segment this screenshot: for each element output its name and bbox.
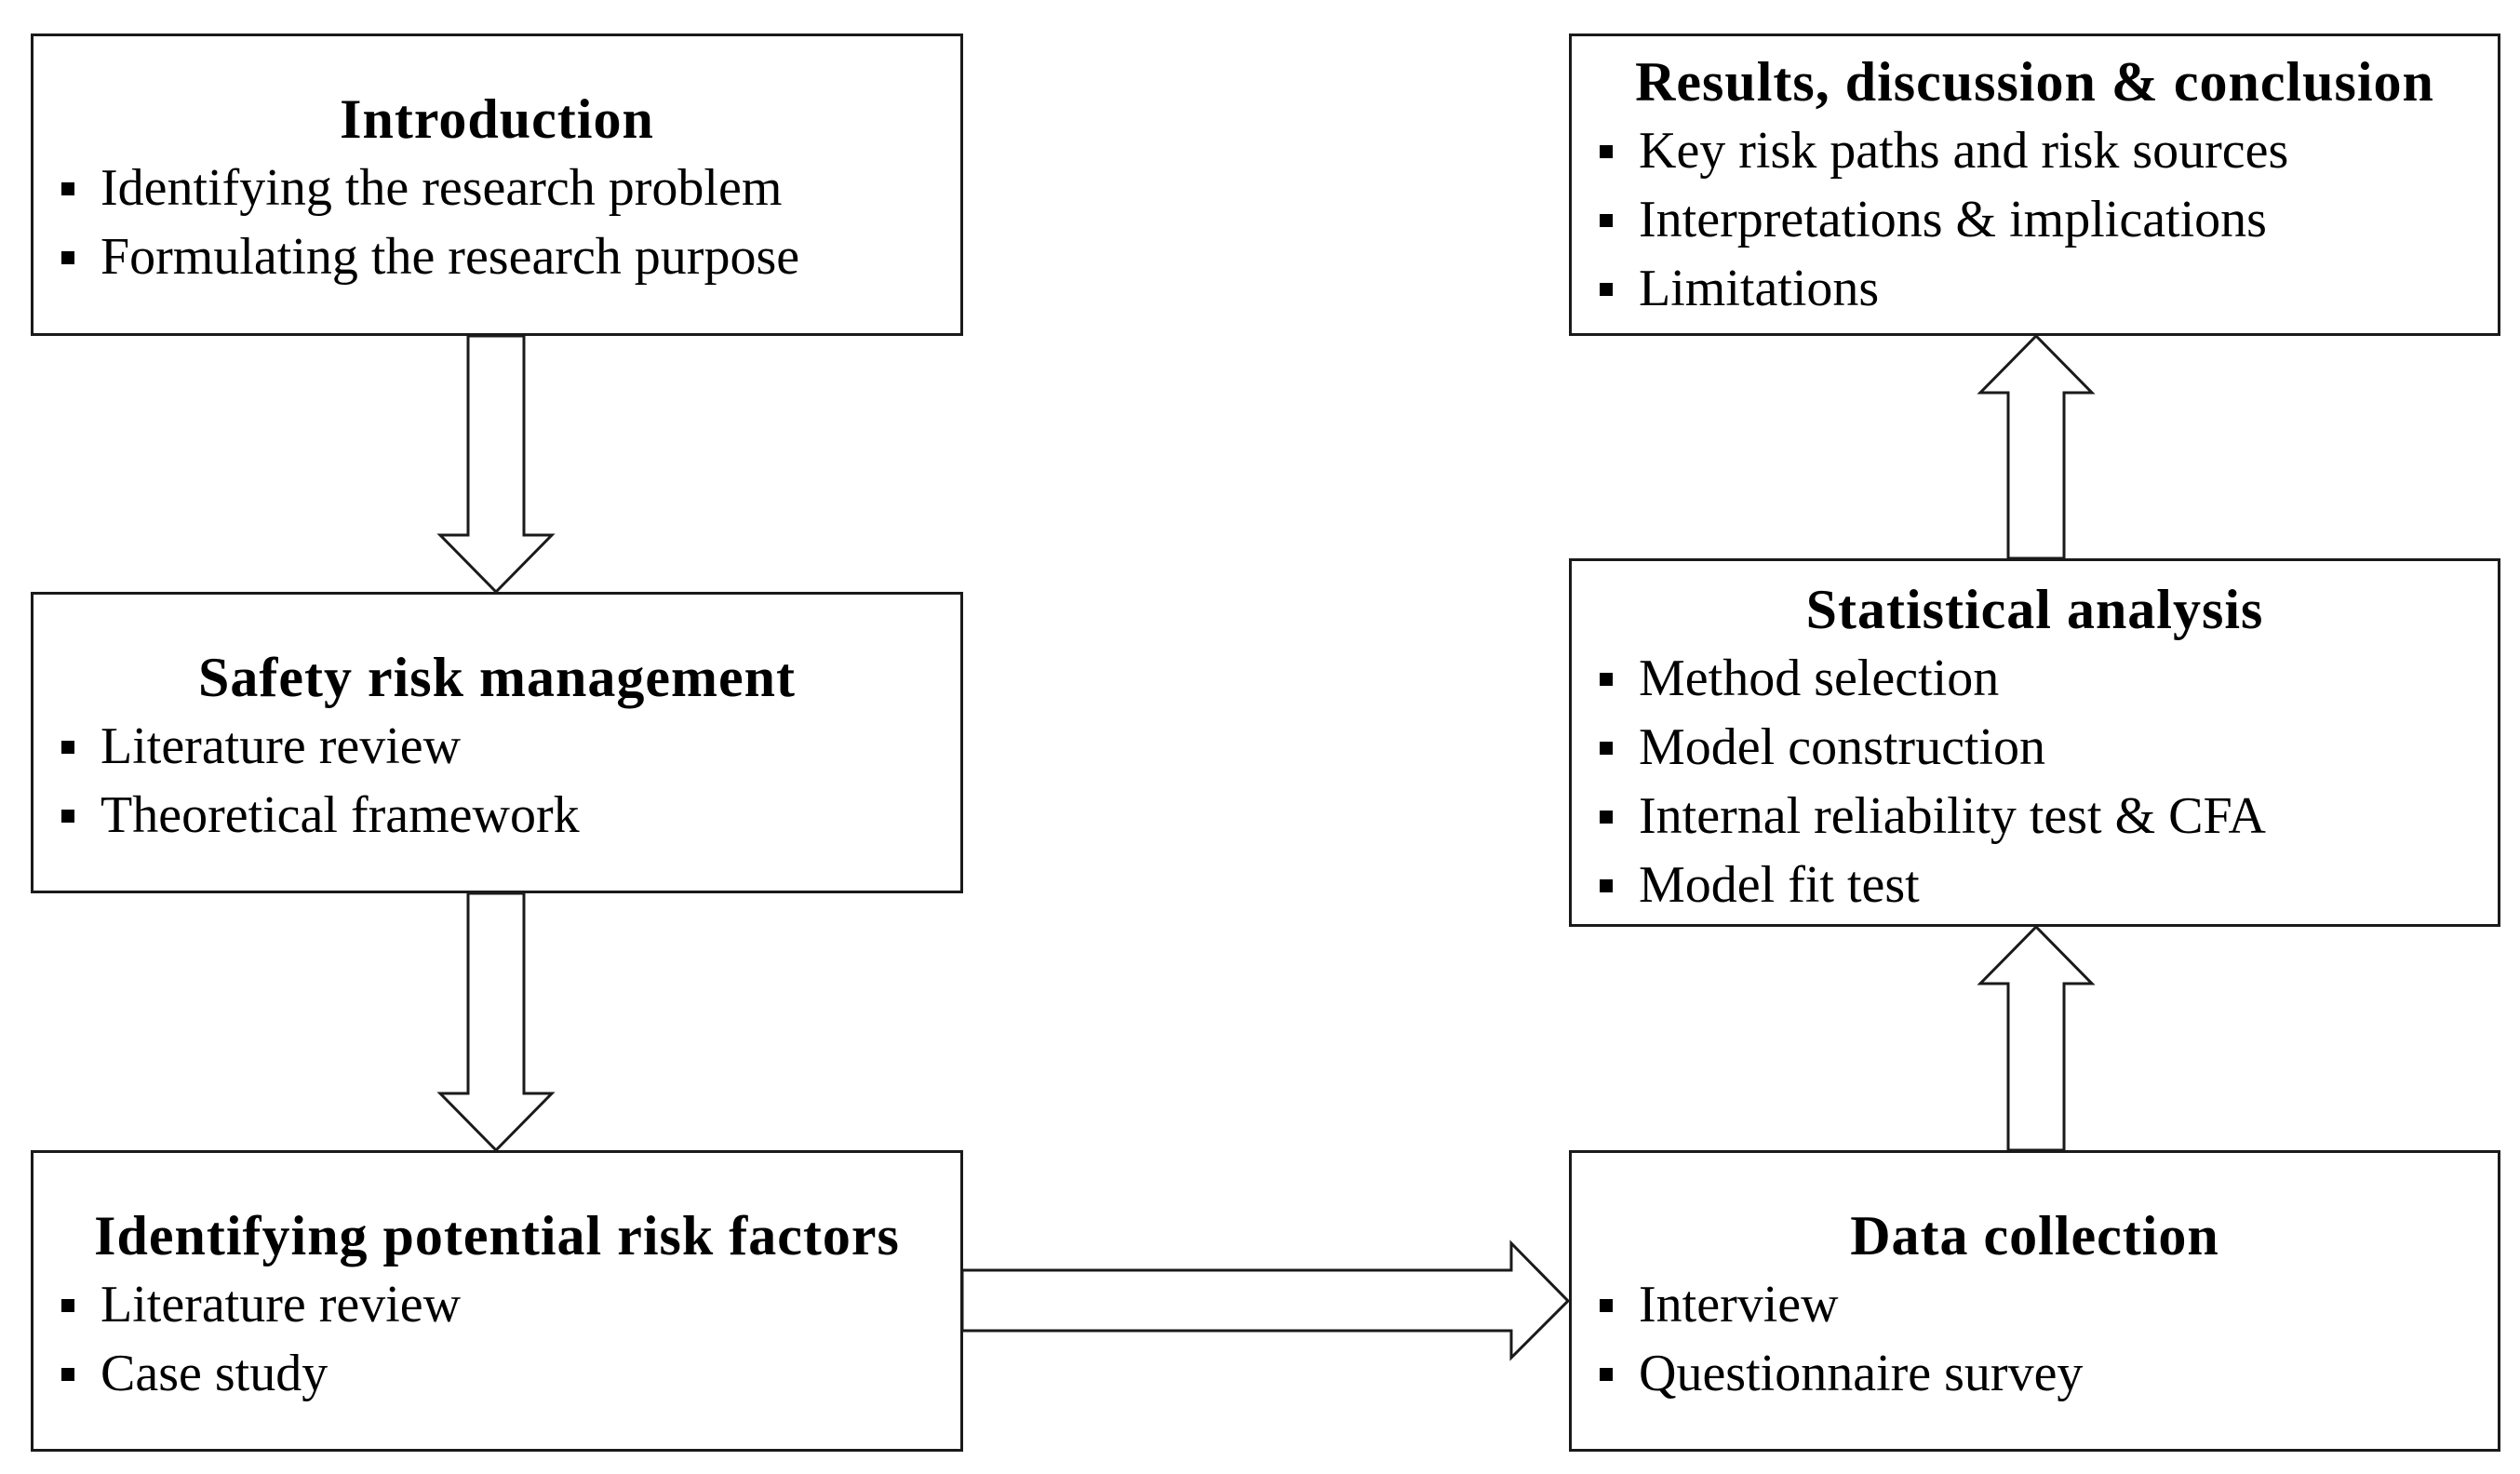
list-item-label: Interpretations & implications <box>1639 191 2267 248</box>
arrow-identifying-to-data <box>960 1240 1571 1361</box>
identifying-box: Identifying potential risk factors Liter… <box>31 1150 963 1452</box>
list-item-label: Method selection <box>1639 650 2000 707</box>
list-item: Interpretations & implications <box>1572 185 2498 254</box>
list-item: Literature review <box>34 712 960 781</box>
identifying-list: Literature review Case study <box>34 1270 960 1408</box>
data-collection-box: Data collection Interview Questionnaire … <box>1569 1150 2500 1452</box>
identifying-title: Identifying potential risk factors <box>94 1205 900 1266</box>
data-collection-title: Data collection <box>1850 1205 2219 1266</box>
list-item: Questionnaire survey <box>1572 1339 2498 1408</box>
list-item-label: Key risk paths and risk sources <box>1639 122 2289 180</box>
list-item-label: Case study <box>101 1345 328 1402</box>
statistical-analysis-title: Statistical analysis <box>1805 579 2264 640</box>
introduction-title: Introduction <box>340 88 654 150</box>
list-item-label: Questionnaire survey <box>1639 1345 2084 1402</box>
results-box: Results, discussion & conclusion Key ris… <box>1569 34 2500 336</box>
list-item-label: Model construction <box>1639 718 2046 776</box>
data-collection-list: Interview Questionnaire survey <box>1572 1270 2498 1408</box>
arrow-data-to-statistical <box>1977 924 2096 1152</box>
bullet-icon <box>1600 1368 1613 1381</box>
list-item: Model construction <box>1572 713 2498 782</box>
list-item: Theoretical framework <box>34 781 960 850</box>
safety-list: Literature review Theoretical framework <box>34 712 960 850</box>
list-item: Internal reliability test & CFA <box>1572 782 2498 851</box>
list-item: Key risk paths and risk sources <box>1572 116 2498 185</box>
list-item-label: Identifying the research problem <box>101 159 783 217</box>
introduction-box: Introduction Identifying the research pr… <box>31 34 963 336</box>
statistical-analysis-box: Statistical analysis Method selection Mo… <box>1569 558 2500 927</box>
bullet-icon <box>1600 879 1613 892</box>
introduction-list: Identifying the research problem Formula… <box>34 154 960 291</box>
list-item: Limitations <box>1572 254 2498 323</box>
bullet-icon <box>61 1368 74 1381</box>
arrow-safety-to-identifying <box>436 891 556 1153</box>
list-item-label: Formulating the research purpose <box>101 228 800 286</box>
bullet-icon <box>1600 214 1613 227</box>
list-item: Interview <box>1572 1270 2498 1339</box>
list-item: Formulating the research purpose <box>34 222 960 291</box>
list-item-label: Literature review <box>101 717 462 775</box>
results-title: Results, discussion & conclusion <box>1635 51 2434 113</box>
bullet-icon <box>1600 742 1613 755</box>
safety-title: Safety risk management <box>198 647 796 708</box>
list-item: Method selection <box>1572 644 2498 713</box>
statistical-analysis-list: Method selection Model construction Inte… <box>1572 644 2498 919</box>
list-item: Case study <box>34 1339 960 1408</box>
list-item-label: Model fit test <box>1639 856 1920 914</box>
bullet-icon <box>1600 283 1613 296</box>
bullet-icon <box>61 741 74 754</box>
bullet-icon <box>61 1299 74 1312</box>
safety-box: Safety risk management Literature review… <box>31 592 963 893</box>
list-item: Literature review <box>34 1270 960 1339</box>
bullet-icon <box>61 251 74 264</box>
bullet-icon <box>1600 673 1613 686</box>
results-list: Key risk paths and risk sources Interpre… <box>1572 116 2498 323</box>
arrow-introduction-to-safety <box>436 334 556 595</box>
bullet-icon <box>61 182 74 195</box>
list-item-label: Internal reliability test & CFA <box>1639 787 2266 845</box>
bullet-icon <box>1600 145 1613 158</box>
list-item: Identifying the research problem <box>34 154 960 222</box>
bullet-icon <box>61 810 74 823</box>
list-item: Model fit test <box>1572 851 2498 919</box>
bullet-icon <box>1600 1299 1613 1312</box>
list-item-label: Literature review <box>101 1276 462 1333</box>
list-item-label: Limitations <box>1639 260 1880 317</box>
list-item-label: Interview <box>1639 1276 1839 1333</box>
arrow-statistical-to-results <box>1977 333 2096 560</box>
list-item-label: Theoretical framework <box>101 786 580 844</box>
bullet-icon <box>1600 811 1613 824</box>
